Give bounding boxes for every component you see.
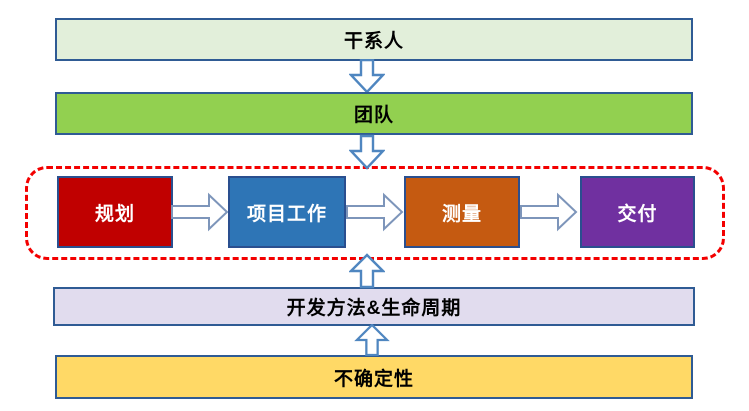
up-arrow-icon — [349, 252, 385, 290]
down-arrow-icon — [349, 134, 385, 170]
planning-label: 规划 — [94, 203, 135, 225]
process-box-planning: 规划 — [57, 176, 173, 248]
delivery-label: 交付 — [617, 203, 658, 225]
right-arrow-icon — [519, 192, 579, 232]
right-arrow-icon — [171, 192, 229, 232]
stakeholders-bar: 干系人 — [55, 18, 693, 61]
process-box-project-work: 项目工作 — [228, 176, 346, 248]
stakeholders-label: 干系人 — [343, 31, 404, 52]
down-arrow-icon — [349, 59, 385, 93]
process-box-delivery: 交付 — [580, 176, 695, 248]
right-arrow-icon — [345, 192, 405, 232]
team-bar: 团队 — [55, 92, 693, 135]
process-frame — [25, 166, 725, 260]
uncertainty-label: 不确定性 — [333, 368, 414, 390]
measurement-label: 测量 — [441, 203, 482, 225]
project-work-label: 项目工作 — [246, 203, 327, 225]
up-arrow-icon — [354, 324, 390, 356]
uncertainty-bar: 不确定性 — [55, 355, 693, 399]
dev-method-label: 开发方法&生命周期 — [286, 298, 462, 319]
team-label: 团队 — [353, 105, 394, 126]
process-box-measurement: 测量 — [404, 176, 520, 248]
dev-method-bar: 开发方法&生命周期 — [53, 287, 695, 326]
